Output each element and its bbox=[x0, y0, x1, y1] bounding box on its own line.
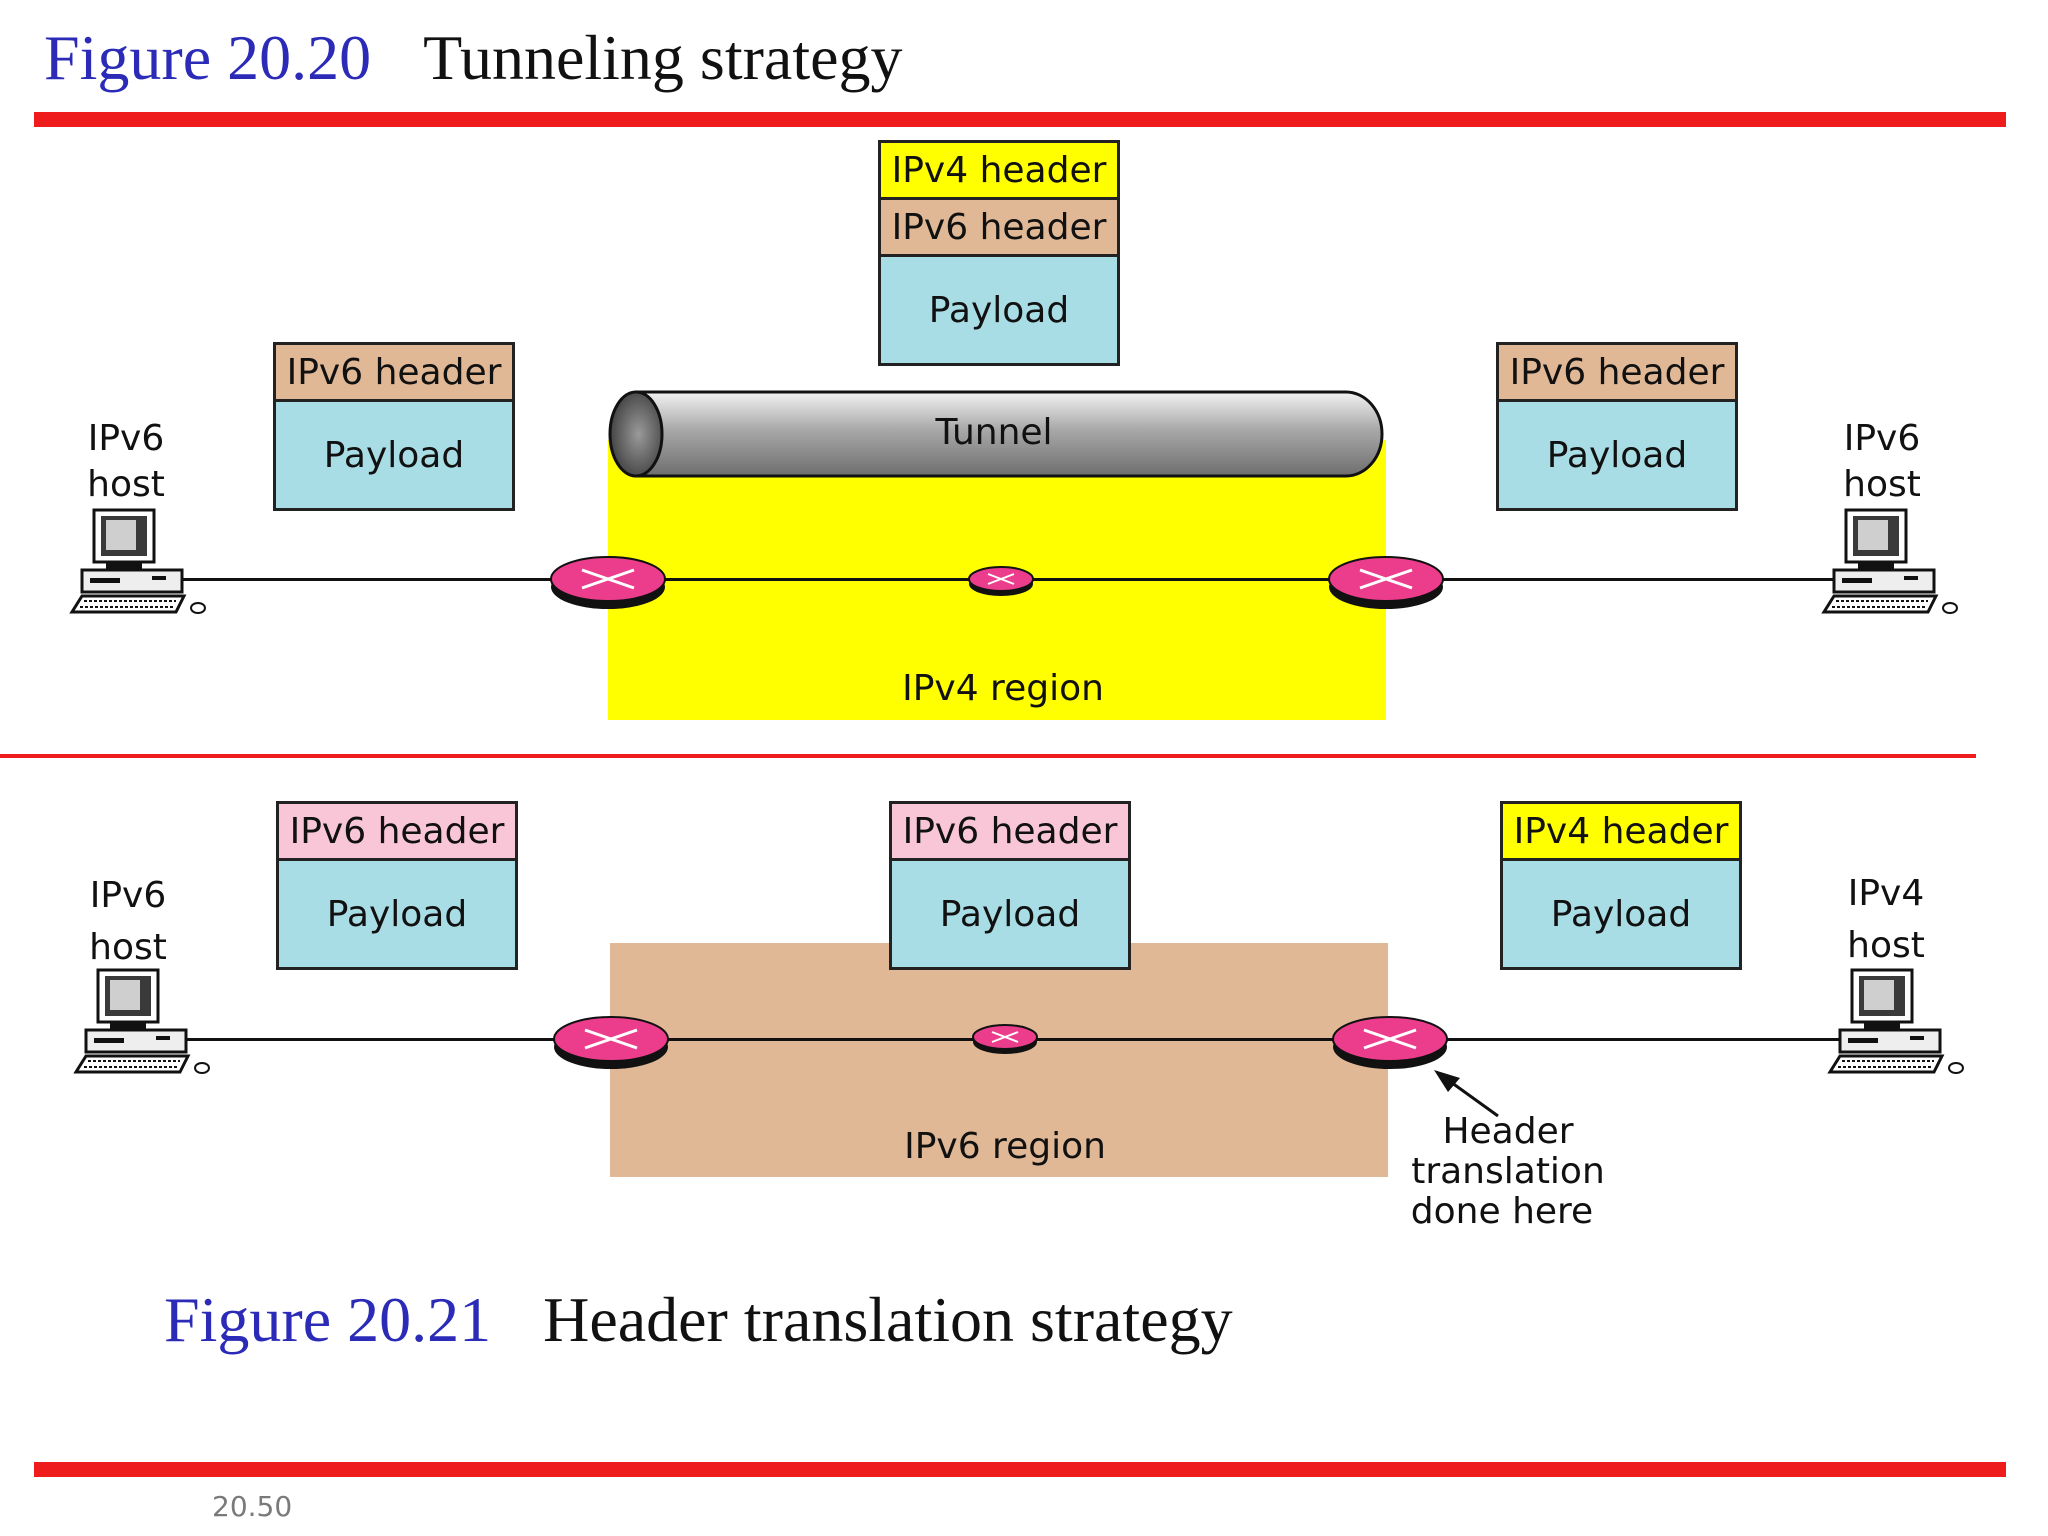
top-divider bbox=[34, 112, 2006, 127]
computer-icon-right-bottom bbox=[1827, 968, 1964, 1074]
packet-header-ipv4-right-bottom: IPv4 header bbox=[1500, 801, 1742, 861]
host-label-right-bottom: IPv4 host bbox=[1847, 873, 1925, 966]
slide-number: 20.50 bbox=[212, 1490, 293, 1523]
header-translation-note: Header translation done here bbox=[1410, 1111, 1605, 1232]
packet-header-ipv6-tunnel: IPv6 header bbox=[878, 197, 1120, 257]
router-left-top bbox=[550, 556, 666, 609]
packet-payload-left-top: Payload bbox=[273, 399, 515, 511]
packet-payload-right-bottom: Payload bbox=[1500, 858, 1742, 970]
host-label-left-top: IPv6 host bbox=[87, 418, 165, 505]
router-left-bottom bbox=[553, 1016, 669, 1069]
annotation-arrow bbox=[1434, 1070, 1499, 1118]
tunnel-label: Tunnel bbox=[935, 412, 1053, 453]
computer-icon-left-bottom bbox=[73, 968, 210, 1074]
router-middle-bottom bbox=[972, 1024, 1038, 1054]
middle-divider bbox=[0, 754, 1976, 758]
figure-number: Figure 20.20 bbox=[44, 22, 372, 93]
tunnel-pipe bbox=[608, 390, 1384, 478]
packet-header-ipv6-left-bottom: IPv6 header bbox=[276, 801, 518, 861]
packet-header-ipv6-right-top: IPv6 header bbox=[1496, 342, 1738, 402]
figure-name: Header translation strategy bbox=[543, 1284, 1233, 1355]
packet-header-ipv6-middle-bottom: IPv6 header bbox=[889, 801, 1131, 861]
packet-payload-right-top: Payload bbox=[1496, 399, 1738, 511]
router-middle-top bbox=[968, 566, 1034, 596]
packet-payload-middle-bottom: Payload bbox=[889, 858, 1131, 970]
bottom-divider bbox=[34, 1462, 2006, 1477]
ipv6-region bbox=[610, 943, 1388, 1177]
host-label-right-top: IPv6 host bbox=[1843, 418, 1921, 505]
figure-number: Figure 20.21 bbox=[164, 1284, 492, 1355]
packet-header-ipv6-left-top: IPv6 header bbox=[273, 342, 515, 402]
ipv4-region-label: IPv4 region bbox=[902, 668, 1104, 709]
figure-name: Tunneling strategy bbox=[423, 22, 903, 93]
ipv6-region-label: IPv6 region bbox=[904, 1126, 1106, 1167]
packet-payload-left-bottom: Payload bbox=[276, 858, 518, 970]
router-right-top bbox=[1328, 556, 1444, 609]
computer-icon-left-top bbox=[69, 508, 206, 614]
packet-payload-tunnel: Payload bbox=[878, 254, 1120, 366]
computer-icon-right-top bbox=[1821, 508, 1958, 614]
router-right-bottom bbox=[1332, 1016, 1448, 1069]
packet-header-ipv4-tunnel: IPv4 header bbox=[878, 140, 1120, 200]
host-label-left-bottom: IPv6 host bbox=[89, 875, 167, 968]
